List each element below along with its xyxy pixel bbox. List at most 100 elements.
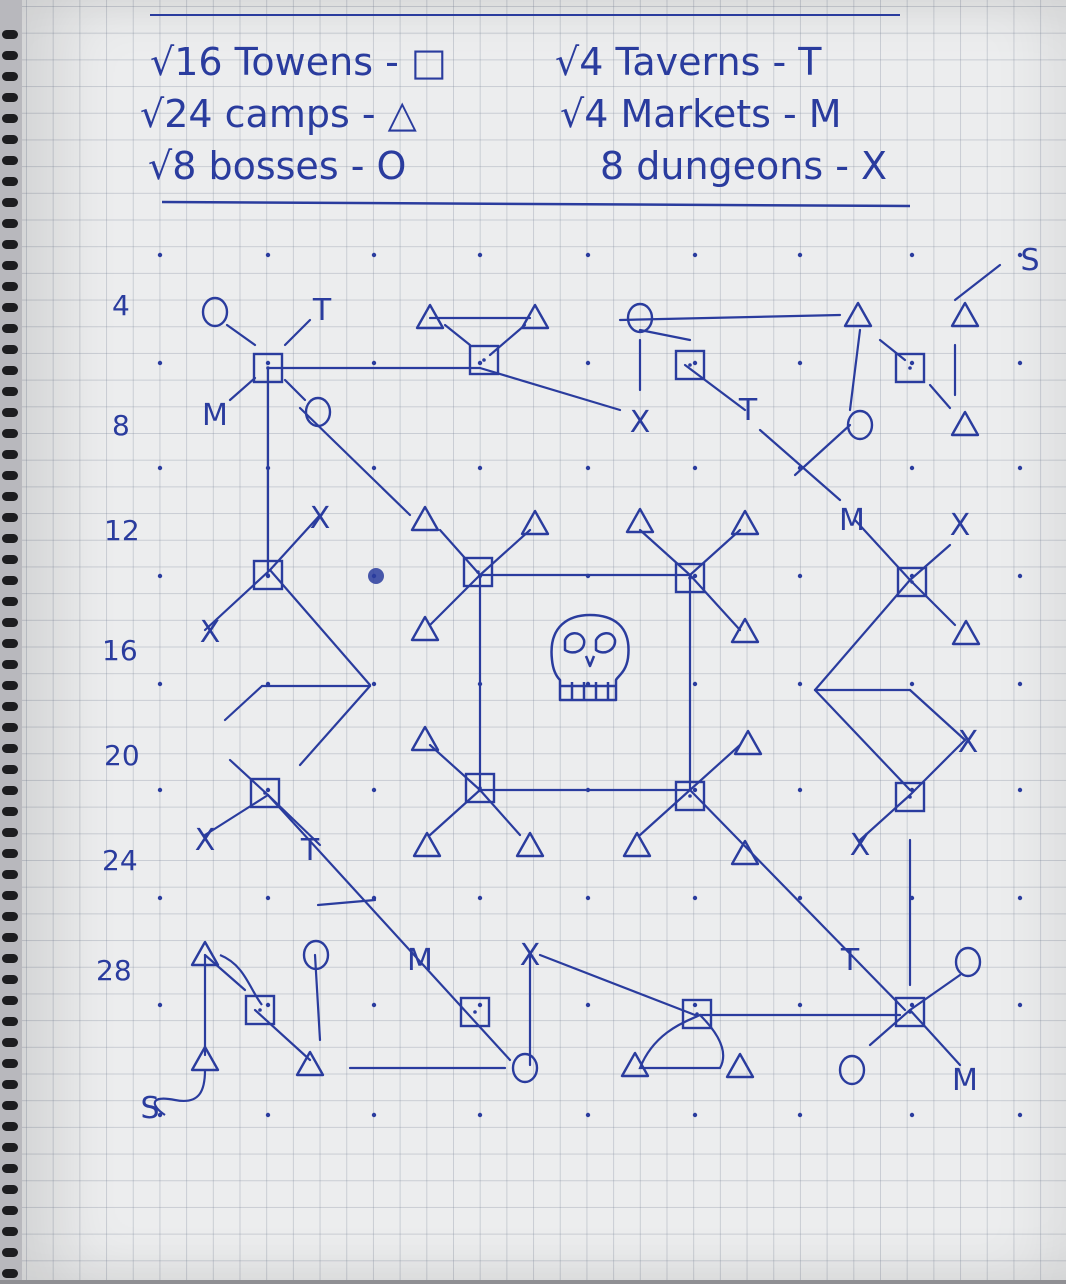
- town-square: [674, 349, 706, 381]
- town-square: [249, 777, 281, 809]
- map-path: [683, 363, 747, 412]
- grid-dot: [585, 895, 591, 901]
- tavern-marker: T: [840, 943, 860, 978]
- map-path: [488, 323, 527, 357]
- spiral-ring: [2, 1164, 18, 1173]
- map-path: [908, 973, 962, 1012]
- camp-node: [951, 619, 981, 646]
- map-path: [618, 313, 842, 322]
- spiral-ring: [2, 576, 18, 585]
- grid-dot: [477, 1112, 483, 1118]
- spiral-ring: [2, 114, 18, 123]
- spiral-ring: [2, 1122, 18, 1131]
- spiral-ring: [2, 786, 18, 795]
- map-path: [283, 318, 312, 347]
- spiral-ring: [2, 240, 18, 249]
- spiral-ring: [2, 870, 18, 879]
- map-path: [203, 568, 272, 632]
- grid-dot: [157, 681, 163, 687]
- map-path: [443, 323, 472, 347]
- grid-dot: [797, 252, 803, 258]
- grid-dot: [371, 252, 377, 258]
- town-square: [468, 344, 500, 376]
- grid-dot: [157, 787, 163, 793]
- grid-dot: [371, 1112, 377, 1118]
- grid-dot: [692, 787, 698, 793]
- spiral-ring: [2, 660, 18, 669]
- row-label-28: 28: [96, 954, 132, 987]
- spiral-ring: [2, 387, 18, 396]
- spiral-ring: [2, 366, 18, 375]
- town-node: [459, 996, 491, 1028]
- town-dot: [688, 794, 692, 798]
- grid-dot: [157, 252, 163, 258]
- grid-dot: [1017, 252, 1023, 258]
- spiral-ring: [2, 828, 18, 837]
- spiral-ring: [2, 177, 18, 186]
- legend-taverns: √4 Taverns - T: [555, 40, 822, 84]
- map-path: [793, 423, 852, 477]
- map-path: [316, 898, 377, 907]
- map-path: [228, 376, 257, 402]
- grid-dot: [265, 895, 271, 901]
- map-path: [225, 323, 257, 347]
- grid-dot: [692, 681, 698, 687]
- map-path: [478, 788, 522, 837]
- grid-dot: [909, 1002, 915, 1008]
- grid-dot: [585, 252, 591, 258]
- map-path: [538, 953, 697, 1017]
- map-path: [638, 788, 692, 837]
- spiral-ring: [2, 765, 18, 774]
- camp-node: [620, 1051, 650, 1078]
- town-square: [462, 556, 494, 588]
- map-path: [908, 738, 967, 797]
- town-dot: [266, 573, 270, 577]
- spiral-binding: [0, 0, 24, 1280]
- camp-node: [410, 505, 440, 532]
- spiral-ring: [2, 1080, 18, 1089]
- tavern-marker: T: [738, 393, 758, 428]
- spiral-ring: [2, 345, 18, 354]
- grid-dot: [371, 360, 377, 366]
- map-path: [908, 543, 952, 582]
- spiral-ring: [2, 954, 18, 963]
- map-path: [266, 793, 512, 1062]
- legend-bottom-rule: [161, 200, 911, 208]
- camp-node: [515, 831, 545, 858]
- legend-bosses: √8 bosses - O: [148, 144, 406, 188]
- grid-dot: [1017, 681, 1023, 687]
- grid-dot: [692, 895, 698, 901]
- grid-dot: [692, 573, 698, 579]
- town-node: [252, 352, 284, 384]
- grid-dot: [797, 573, 803, 579]
- grid-dot: [477, 252, 483, 258]
- grid-dot: [909, 465, 915, 471]
- dungeon-marker: X: [200, 615, 221, 650]
- spiral-ring: [2, 702, 18, 711]
- grid-dot: [585, 1112, 591, 1118]
- town-node: [674, 349, 706, 381]
- grid-dot: [797, 681, 803, 687]
- map-path: [203, 953, 247, 992]
- grid-dot: [1017, 787, 1023, 793]
- camp-node: [843, 301, 873, 328]
- tavern-marker: T: [300, 833, 320, 868]
- camp-node: [625, 507, 655, 534]
- camp-node: [730, 509, 760, 536]
- grid-dot: [797, 1112, 803, 1118]
- spiral-ring: [2, 219, 18, 228]
- town-node: [464, 772, 496, 804]
- map-path: [223, 684, 264, 722]
- dungeon-map: √16 Towens - □ √24 camps - △ √8 bosses -…: [96, 14, 1040, 1126]
- grid-dot: [692, 1002, 698, 1008]
- spiral-ring: [2, 891, 18, 900]
- camp-node: [950, 410, 980, 437]
- grid-dot: [909, 252, 915, 258]
- spiral-ring: [2, 471, 18, 480]
- market-marker: M: [952, 1063, 978, 1098]
- spiral-ring: [2, 807, 18, 816]
- grid-dot: [265, 1112, 271, 1118]
- town-dot: [908, 795, 912, 799]
- spiral-ring: [2, 1143, 18, 1152]
- map-path: [908, 578, 957, 627]
